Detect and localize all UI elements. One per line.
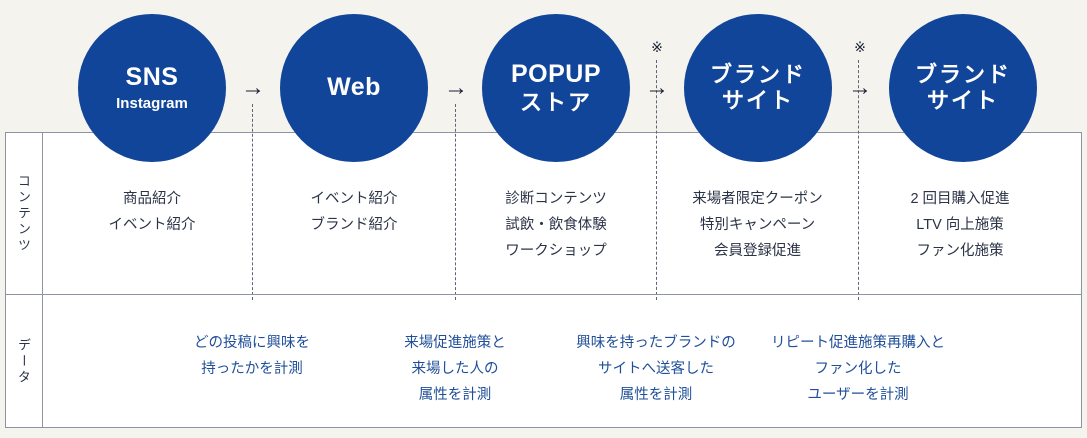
contents-cell-3-line-2: 試飲・飲食体験	[505, 217, 607, 233]
label-column-divider	[42, 132, 43, 428]
contents-cell-1: 商品紹介 イベント紹介	[52, 186, 252, 238]
stage-circle-brand-site-2-title-line2: サイト	[926, 88, 999, 113]
data-cell-3: 興味を持ったブランドの サイトへ送客した 属性を計測	[551, 330, 761, 408]
reference-mark-icon-3: ※	[651, 39, 663, 55]
data-cell-4: リピート促進施策再購入と ファン化した ユーザーを計測	[753, 330, 963, 408]
row-label-contents-text: コンテンツ	[16, 173, 31, 254]
data-cell-3-line-3: 属性を計測	[619, 387, 693, 403]
data-cell-4-line-1: リピート促進施策再購入と	[771, 335, 945, 351]
data-cell-2-line-3: 属性を計測	[418, 387, 492, 403]
stage-circle-brand-site-1[interactable]: ブランド サイト	[684, 14, 832, 162]
row-label-contents: コンテンツ	[5, 133, 42, 294]
data-cell-2: 来場促進施策と 来場した人の 属性を計測	[355, 330, 555, 408]
contents-cell-5: 2 回目購入促進 LTV 向上施策 ファン化施策	[860, 186, 1060, 264]
column-separator-4	[858, 60, 859, 300]
data-cell-2-line-1: 来場促進施策と	[404, 335, 506, 351]
data-cell-4-line-2: ファン化した	[814, 361, 902, 377]
contents-cell-4-line-2: 特別キャンペーン	[699, 217, 816, 233]
stage-circle-popup-store-title: POPUP	[510, 60, 602, 89]
arrow-icon-3: →	[645, 74, 669, 101]
stage-circle-sns-subtitle: Instagram	[116, 94, 188, 112]
row-label-data: データ	[5, 295, 42, 428]
data-cell-1-line-1: どの投稿に興味を	[194, 335, 310, 351]
data-cell-1-line-2: 持ったかを計測	[201, 361, 303, 377]
stage-circle-brand-site-2[interactable]: ブランド サイト	[889, 14, 1037, 162]
contents-cell-3-line-3: ワークショップ	[505, 243, 607, 259]
stage-circle-sns[interactable]: SNS Instagram	[78, 14, 226, 162]
stage-circle-brand-site-2-title: ブランド	[914, 62, 1011, 88]
stage-circle-sns-title: SNS	[125, 63, 179, 92]
contents-cell-5-line-1: 2 回目購入促進	[910, 191, 1010, 207]
stage-circle-popup-store-title-line2: ストア	[519, 89, 592, 115]
contents-cell-2: イベント紹介 ブランド紹介	[254, 186, 454, 238]
contents-cell-1-line-2: イベント紹介	[108, 217, 196, 233]
stage-circle-popup-store[interactable]: POPUP ストア	[482, 14, 630, 162]
contents-cell-3: 診断コンテンツ 試飲・飲食体験 ワークショップ	[457, 186, 655, 264]
table-frame	[5, 132, 1082, 428]
column-separator-2	[455, 104, 456, 300]
arrow-icon-2: →	[444, 74, 468, 101]
contents-cell-2-line-2: ブランド紹介	[310, 217, 398, 233]
contents-cell-5-line-2: LTV 向上施策	[916, 217, 1004, 233]
row-label-data-text: データ	[16, 337, 31, 386]
data-cell-2-line-2: 来場した人の	[411, 361, 499, 377]
contents-cell-4: 来場者限定クーポン 特別キャンペーン 会員登録促進	[658, 186, 857, 264]
stage-circle-web-title: Web	[327, 73, 381, 102]
stage-circle-brand-site-1-title-line2: サイト	[721, 88, 794, 113]
row-divider	[5, 294, 1082, 295]
contents-cell-4-line-3: 会員登録促進	[714, 243, 801, 259]
data-cell-1: どの投稿に興味を 持ったかを計測	[150, 330, 354, 382]
contents-cell-5-line-3: ファン化施策	[916, 243, 1004, 259]
column-separator-3	[656, 60, 657, 300]
arrow-icon-1: →	[241, 74, 265, 101]
data-cell-4-line-3: ユーザーを計測	[807, 387, 909, 403]
stage-circle-web[interactable]: Web	[280, 14, 428, 162]
stage-circle-brand-site-1-title: ブランド	[709, 62, 806, 88]
reference-mark-icon-4: ※	[854, 39, 866, 55]
contents-cell-4-line-1: 来場者限定クーポン	[692, 191, 823, 207]
contents-cell-3-line-1: 診断コンテンツ	[505, 191, 607, 207]
column-separator-1	[252, 104, 253, 300]
contents-cell-2-line-1: イベント紹介	[310, 191, 398, 207]
data-cell-3-line-1: 興味を持ったブランドの	[576, 335, 736, 351]
data-cell-3-line-2: サイトへ送客した	[598, 361, 714, 377]
contents-cell-1-line-1: 商品紹介	[123, 191, 181, 207]
arrow-icon-4: →	[848, 74, 872, 101]
